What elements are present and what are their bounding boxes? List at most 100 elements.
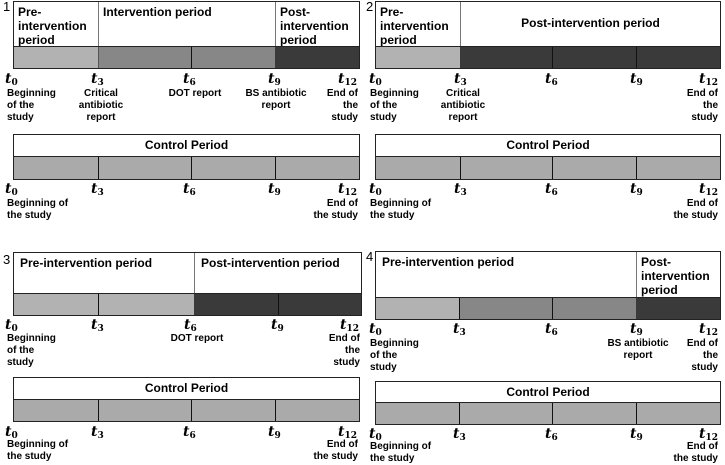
segment-post xyxy=(275,47,359,68)
tick-t3: t3 xyxy=(454,181,467,198)
control-bar xyxy=(376,156,720,179)
panel-4-timeline: Pre-intervention period Post- interventi… xyxy=(375,251,721,320)
tick-t6: t6 xyxy=(184,317,197,334)
control-period-label: Control Period xyxy=(506,385,590,399)
panel-1-control-timeline: Control Period xyxy=(13,134,360,180)
pre-intervention-period-label: Pre-intervention period xyxy=(20,256,153,270)
segment-intervention xyxy=(98,47,191,68)
divider-t9 xyxy=(636,403,637,424)
label-end: End of the study xyxy=(673,441,718,464)
segment-intervention xyxy=(191,47,275,68)
segment-pre xyxy=(14,47,98,68)
divider-t3 xyxy=(98,400,99,421)
tick-t9: t9 xyxy=(268,424,281,441)
tick-t3: t3 xyxy=(91,181,104,198)
label-critical-antibiotic-report: Critical antibiotic report xyxy=(78,88,124,123)
tick-t3: t3 xyxy=(91,71,104,88)
tick-t0: t0 xyxy=(5,181,18,198)
tick-t9: t9 xyxy=(630,181,643,198)
tick-t9: t9 xyxy=(271,317,284,334)
label-end: End of the study xyxy=(313,439,358,462)
panel-1-timeline: Pre- intervention period Intervention pe… xyxy=(13,1,360,69)
label-beginning: Beginning of the study xyxy=(370,441,432,464)
tick-t6: t6 xyxy=(545,181,558,198)
control-bar xyxy=(376,402,720,424)
segment-post xyxy=(636,47,720,68)
tick-t12: t12 xyxy=(338,424,357,441)
tick-t9: t9 xyxy=(630,71,643,88)
divider-t6 xyxy=(552,157,553,179)
segment-post xyxy=(460,47,552,68)
segment-pre xyxy=(98,294,194,315)
tick-t0: t0 xyxy=(369,181,382,198)
label-bs-antibiotic-report: BS antibiotic report xyxy=(245,88,307,111)
divider-t6 xyxy=(191,157,192,179)
divider-t3 xyxy=(98,157,99,179)
post-intervention-period-label: Post- intervention period xyxy=(275,2,359,47)
segment-post xyxy=(636,298,720,319)
tick-t6: t6 xyxy=(545,71,558,88)
segment-post xyxy=(278,294,361,315)
label-end: End of the study xyxy=(326,88,358,123)
tick-t0: t0 xyxy=(369,426,382,443)
tick-t12: t12 xyxy=(699,71,718,88)
pre-intervention-period-label: Pre- intervention period xyxy=(380,5,449,47)
tick-t9: t9 xyxy=(630,426,643,443)
tick-t0: t0 xyxy=(5,424,18,441)
tick-t12: t12 xyxy=(338,71,357,88)
tick-t12: t12 xyxy=(699,426,718,443)
segment-intervention xyxy=(459,298,552,319)
panel-2-control-timeline: Control Period xyxy=(375,134,721,180)
tick-t3: t3 xyxy=(91,317,104,334)
pre-intervention-period-label: Pre-intervention period xyxy=(382,255,515,269)
label-beginning: Beginning of the study xyxy=(370,198,432,221)
segment-pre xyxy=(376,298,459,319)
divider-t9 xyxy=(275,157,276,179)
segment-pre xyxy=(376,47,460,68)
tick-t0: t0 xyxy=(5,71,18,88)
divider-t3 xyxy=(460,157,461,179)
panel-1-number: 1 xyxy=(3,0,11,14)
tick-t12: t12 xyxy=(340,317,359,334)
panel-3-control-timeline: Control Period xyxy=(13,377,360,422)
timeline-bar xyxy=(376,297,720,319)
divider-t3 xyxy=(459,403,460,424)
post-intervention-period-label: Post-intervention period xyxy=(460,2,720,47)
control-bar xyxy=(14,399,359,421)
tick-t9: t9 xyxy=(268,71,281,88)
panel-2-timeline: Pre- intervention period Post-interventi… xyxy=(375,1,721,69)
panel-4-control-timeline: Control Period xyxy=(375,381,721,425)
control-bar xyxy=(14,156,359,179)
tick-t3: t3 xyxy=(453,426,466,443)
segment-pre xyxy=(14,294,98,315)
segment-intervention xyxy=(552,298,636,319)
tick-t6: t6 xyxy=(183,71,196,88)
segment-post xyxy=(194,294,278,315)
label-beginning: Beginning of the study xyxy=(7,439,69,462)
label-end: End of the study xyxy=(673,198,718,221)
tick-t0: t0 xyxy=(5,317,18,334)
label-beginning: Beginning of the study xyxy=(370,338,419,373)
label-dot-report: DOT report xyxy=(170,333,224,344)
post-intervention-period-label: Post- intervention period xyxy=(636,252,720,298)
label-critical-antibiotic-report: Critical antibiotic report xyxy=(440,88,486,123)
tick-t3: t3 xyxy=(453,321,466,338)
pre-intervention-period-label: Pre- intervention period xyxy=(18,5,87,47)
label-beginning: Beginning of the study xyxy=(370,88,419,123)
panel-3-number: 3 xyxy=(3,252,11,267)
tick-t9: t9 xyxy=(268,181,281,198)
tick-t6: t6 xyxy=(545,426,558,443)
control-period-label: Control Period xyxy=(144,381,229,395)
tick-t3: t3 xyxy=(91,424,104,441)
label-bs-antibiotic-report: BS antibiotic report xyxy=(607,338,669,361)
divider-t6 xyxy=(191,400,192,421)
timeline-bar xyxy=(376,46,720,68)
segment-post xyxy=(552,47,636,68)
intervention-period-label: Intervention period xyxy=(98,2,275,47)
tick-t12: t12 xyxy=(699,181,718,198)
timeline-bar xyxy=(14,293,361,315)
tick-t12: t12 xyxy=(338,181,357,198)
label-end: End of the study xyxy=(686,338,718,373)
panel-3-timeline: Pre-intervention period Post-interventio… xyxy=(13,252,362,316)
label-beginning: Beginning of the study xyxy=(7,333,56,368)
